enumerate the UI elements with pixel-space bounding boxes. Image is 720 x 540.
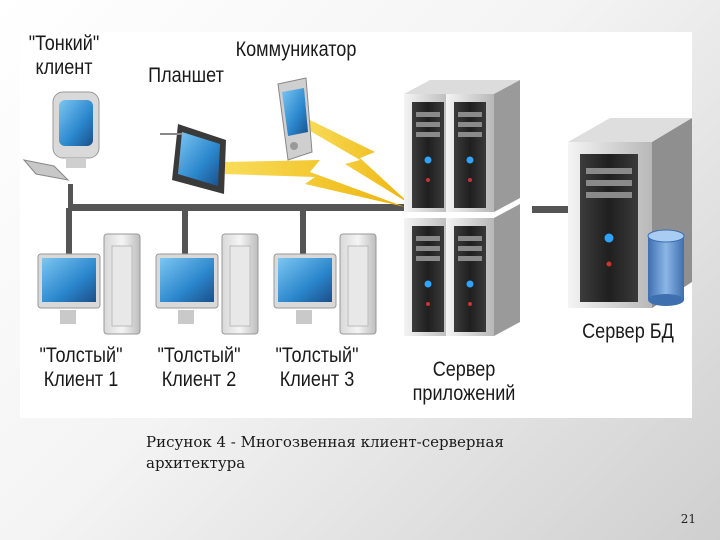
database-icon: [647, 229, 685, 306]
fat-client-2-icon: [155, 233, 259, 335]
fat-client-2-label: "Толстый" Клиент 2: [157, 344, 241, 391]
fat-client-3-icon: [273, 233, 377, 335]
figure-caption: Рисунок 4 - Многозвенная клиент-серверна…: [146, 433, 504, 472]
tablet-label: Планшет: [148, 64, 224, 87]
diagram-canvas: [22, 77, 692, 336]
thin-client-label: "Тонкий" клиент: [28, 32, 100, 79]
architecture-diagram: "Тонкий" клиент Планшет Коммуникатор "То…: [20, 32, 692, 418]
communicator-label: Коммуникатор: [235, 38, 357, 61]
network-bus: [66, 184, 572, 256]
lightning-icon: [225, 120, 410, 207]
page-number: 21: [680, 512, 696, 526]
thin-client-icon: [22, 91, 100, 181]
pda-icon: [277, 77, 313, 161]
fat-client-1-label: "Толстый" Клиент 1: [39, 344, 123, 391]
fat-client-1-icon: [37, 233, 141, 335]
app-server-icon: [404, 80, 520, 336]
fat-client-3-label: "Толстый" Клиент 3: [275, 344, 359, 391]
app-server-label: Сервер приложений: [412, 358, 516, 405]
tablet-icon: [160, 124, 226, 194]
db-server-label: Сервер БД: [582, 320, 674, 343]
